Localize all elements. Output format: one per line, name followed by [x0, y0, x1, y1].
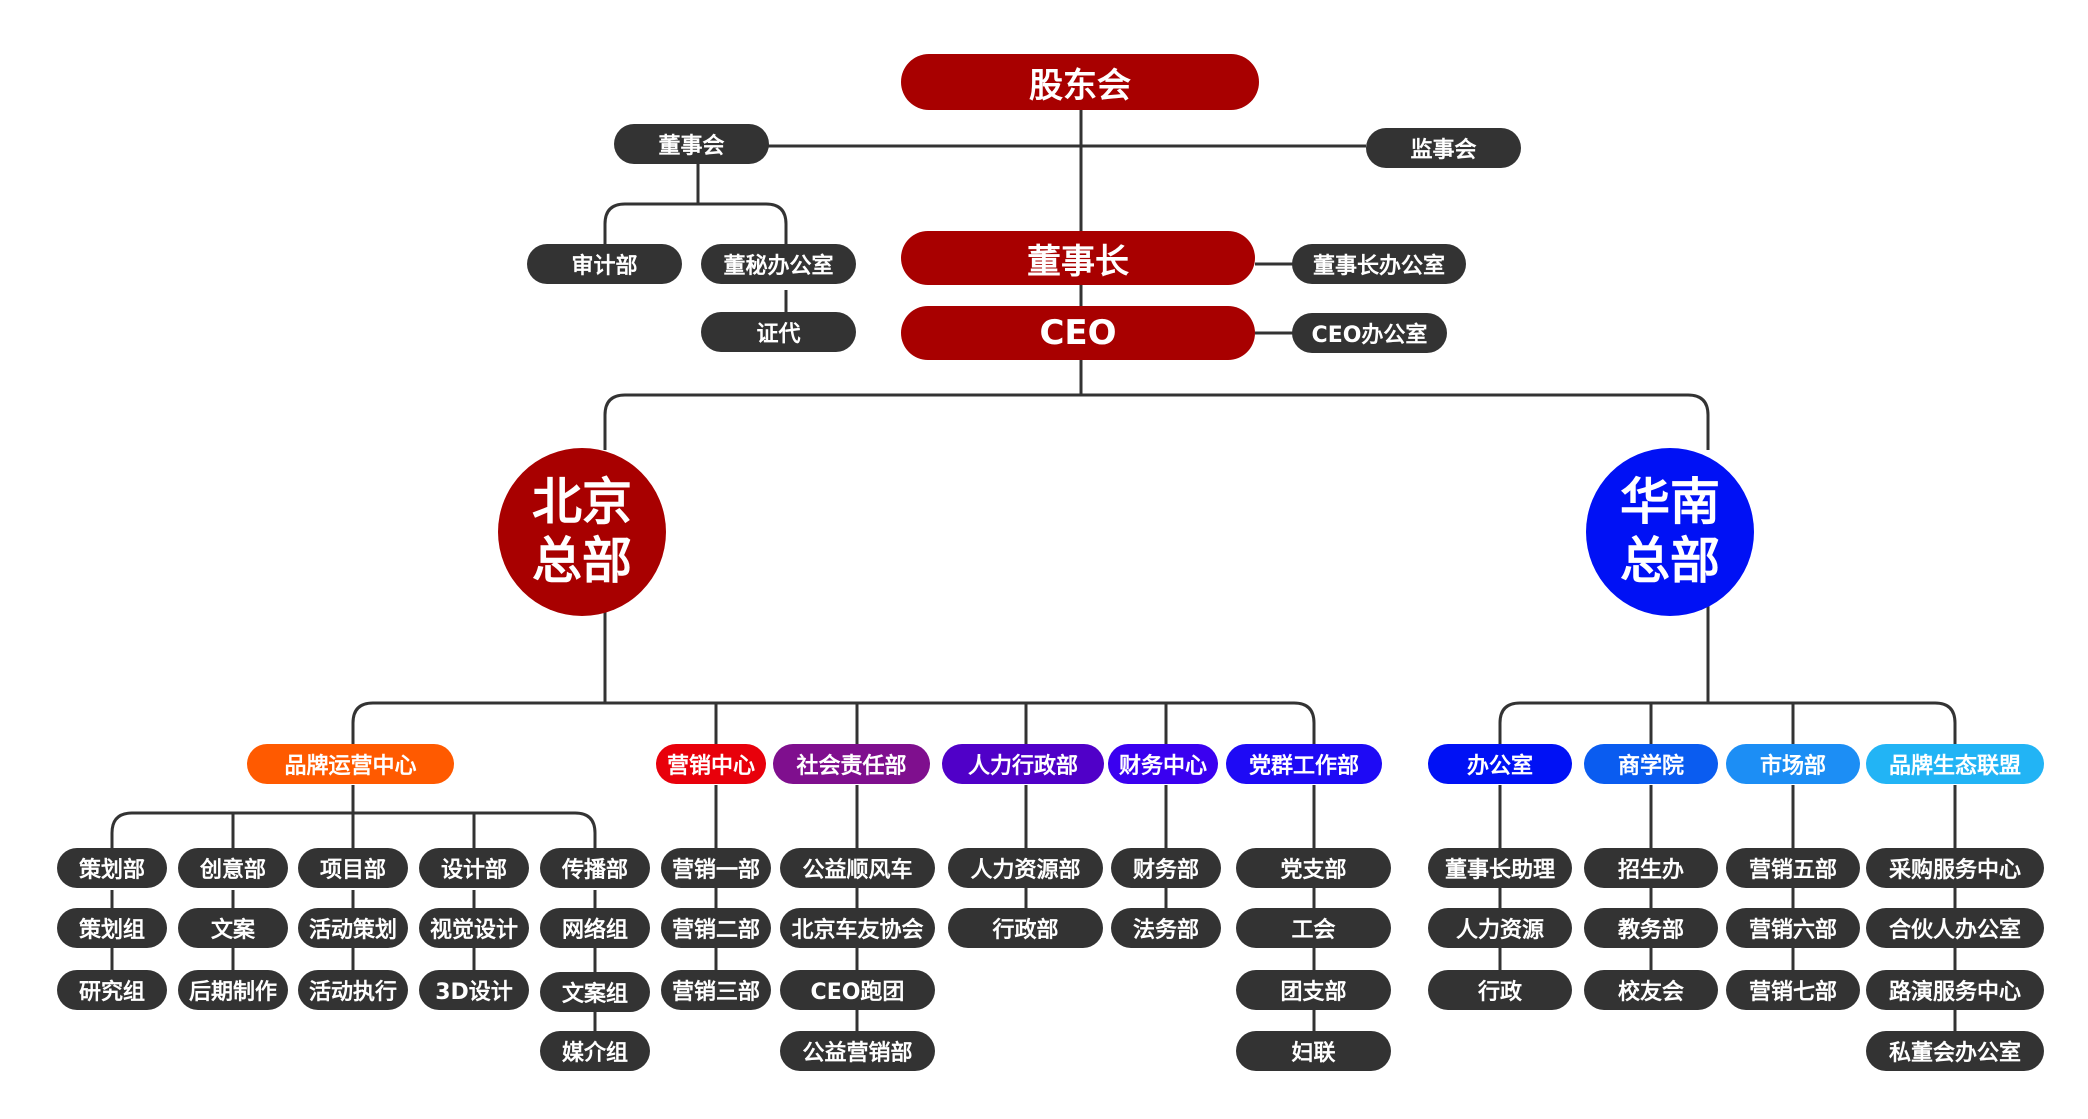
- marketing-dept-1: 营销一部: [661, 848, 771, 888]
- social-charity-rideshare: 公益顺风车: [780, 848, 935, 888]
- dept-marketing-center: 营销中心: [656, 744, 766, 784]
- youth-league-branch: 团支部: [1236, 970, 1391, 1010]
- social-charity-marketing: 公益营销部: [780, 1031, 935, 1071]
- finance-dept: 财务部: [1111, 848, 1221, 888]
- beijing-hq-line2: 总部: [532, 532, 632, 590]
- marketing-dept-2: 营销二部: [661, 908, 771, 948]
- brand-copywriting: 文案: [178, 908, 288, 948]
- brand-event-planning: 活动策划: [298, 908, 408, 948]
- brand-event-execution: 活动执行: [298, 970, 408, 1010]
- hr-admin-dept: 行政部: [948, 908, 1103, 948]
- dept-brand-operations: 品牌运营中心: [247, 744, 454, 784]
- beijing-hq-line1: 北京: [532, 473, 632, 531]
- brand-visual-design: 视觉设计: [419, 908, 529, 948]
- chairman-office-node: 董事长办公室: [1292, 244, 1466, 284]
- dept-finance-center: 财务中心: [1108, 744, 1218, 784]
- brand-creative-dept: 创意部: [178, 848, 288, 888]
- school-admissions: 招生办: [1584, 848, 1718, 888]
- womens-federation: 妇联: [1236, 1031, 1391, 1071]
- marketing-dept-3: 营销三部: [661, 970, 771, 1010]
- securities-rep-node: 证代: [701, 312, 856, 352]
- dept-market: 市场部: [1726, 744, 1860, 784]
- brand-planning-dept: 策划部: [57, 848, 167, 888]
- dept-party-affairs: 党群工作部: [1226, 744, 1382, 784]
- marketing-dept-6: 营销六部: [1726, 908, 1860, 948]
- audit-node: 审计部: [527, 244, 682, 284]
- office-chairman-assistant: 董事长助理: [1428, 848, 1572, 888]
- hr-resources-dept: 人力资源部: [948, 848, 1103, 888]
- labor-union: 工会: [1236, 908, 1391, 948]
- shareholders-node: 股东会: [901, 54, 1259, 110]
- partner-office: 合伙人办公室: [1866, 908, 2044, 948]
- social-beijing-car-club: 北京车友协会: [780, 908, 935, 948]
- private-board-office: 私董会办公室: [1866, 1031, 2044, 1071]
- huanan-hq-line2: 总部: [1620, 532, 1720, 590]
- marketing-dept-5: 营销五部: [1726, 848, 1860, 888]
- brand-3d-design: 3D设计: [419, 970, 529, 1010]
- dept-brand-ecosystem-alliance: 品牌生态联盟: [1866, 744, 2044, 784]
- brand-research-group: 研究组: [57, 970, 167, 1010]
- social-ceo-running-club: CEO跑团: [780, 970, 935, 1010]
- roadshow-service-center: 路演服务中心: [1866, 970, 2044, 1010]
- dept-office: 办公室: [1428, 744, 1572, 784]
- ceo-office-node: CEO办公室: [1292, 313, 1447, 353]
- ceo-node: CEO: [901, 306, 1255, 360]
- school-academic-affairs: 教务部: [1584, 908, 1718, 948]
- brand-communication-dept: 传播部: [540, 848, 650, 888]
- office-admin: 行政: [1428, 970, 1572, 1010]
- school-alumni: 校友会: [1584, 970, 1718, 1010]
- brand-network-group: 网络组: [540, 908, 650, 948]
- brand-project-dept: 项目部: [298, 848, 408, 888]
- marketing-dept-7: 营销七部: [1726, 970, 1860, 1010]
- beijing-hq-circle: 北京 总部: [498, 448, 666, 616]
- dept-hr-admin: 人力行政部: [942, 744, 1104, 784]
- supervisors-node: 监事会: [1366, 128, 1521, 168]
- huanan-hq-circle: 华南 总部: [1586, 448, 1754, 616]
- brand-post-production: 后期制作: [178, 970, 288, 1010]
- procurement-service-center: 采购服务中心: [1866, 848, 2044, 888]
- huanan-hq-line1: 华南: [1620, 473, 1720, 531]
- secretary-office-node: 董秘办公室: [701, 244, 856, 284]
- board-node: 董事会: [614, 124, 769, 164]
- party-branch: 党支部: [1236, 848, 1391, 888]
- dept-social-responsibility: 社会责任部: [773, 744, 930, 784]
- brand-planning-group: 策划组: [57, 908, 167, 948]
- brand-design-dept: 设计部: [419, 848, 529, 888]
- dept-business-school: 商学院: [1584, 744, 1718, 784]
- office-hr: 人力资源: [1428, 908, 1572, 948]
- brand-copy-group: 文案组: [540, 972, 650, 1012]
- legal-dept: 法务部: [1111, 908, 1221, 948]
- chairman-node: 董事长: [901, 231, 1255, 285]
- brand-media-group: 媒介组: [540, 1031, 650, 1071]
